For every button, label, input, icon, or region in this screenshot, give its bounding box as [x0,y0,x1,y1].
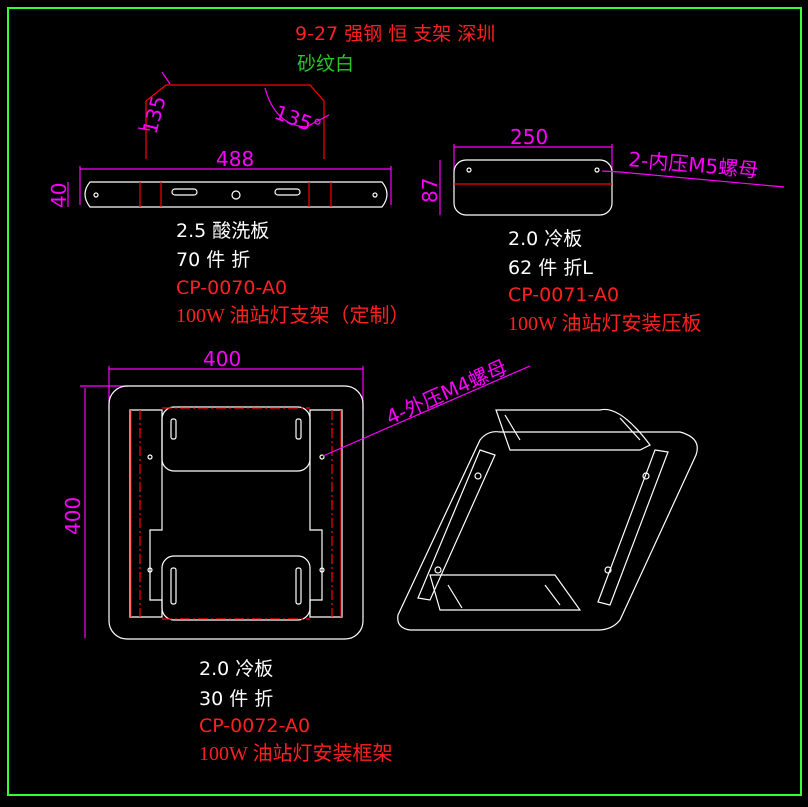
drawing-title: 9-27 强钢 恒 支架 深圳 [295,23,495,45]
part-1-flat: 488 40 [47,147,392,208]
part-2-flat: 250 87 2-内压M5螺母 [418,125,785,216]
part-3-flat: 400 400 4-外压M4螺母 [61,347,531,640]
angle-dim-left: 135 [138,93,171,136]
part-1-bend-profile: 135 135° [138,71,330,159]
part-2-qty: 62 件 折L [508,257,593,279]
part-3-qty: 30 件 折 [199,688,273,710]
part-3-isometric-view [397,408,698,631]
part-1-name: 100W 油站灯支架（定制） [176,304,410,327]
part-2-name: 100W 油站灯安装压板 [508,312,702,335]
part-3-name: 100W 油站灯安装框架 [199,742,393,765]
part-3-code: CP-0072-A0 [199,715,310,737]
part-3-material: 2.0 冷板 [199,658,273,680]
length-dim: 488 [216,147,254,171]
part-2-code: CP-0071-A0 [508,284,619,306]
length-dim: 250 [510,125,548,149]
width-dim: 40 [47,183,71,208]
part-1-material: 2.5 酸洗板 [176,220,269,242]
length-dim: 400 [203,347,241,371]
nut-note: 2-内压M5螺母 [628,147,760,182]
part-1-code: CP-0070-A0 [176,277,287,299]
nut-note: 4-外压M4螺母 [382,355,510,430]
finish-label: 砂纹白 [297,53,354,75]
angle-dim-right: 135° [271,100,324,139]
height-dim: 400 [61,497,85,535]
width-dim: 87 [418,178,442,203]
part-2-material: 2.0 冷板 [508,228,582,250]
drawing-border [7,7,802,796]
part-1-qty: 70 件 折 [176,249,250,271]
